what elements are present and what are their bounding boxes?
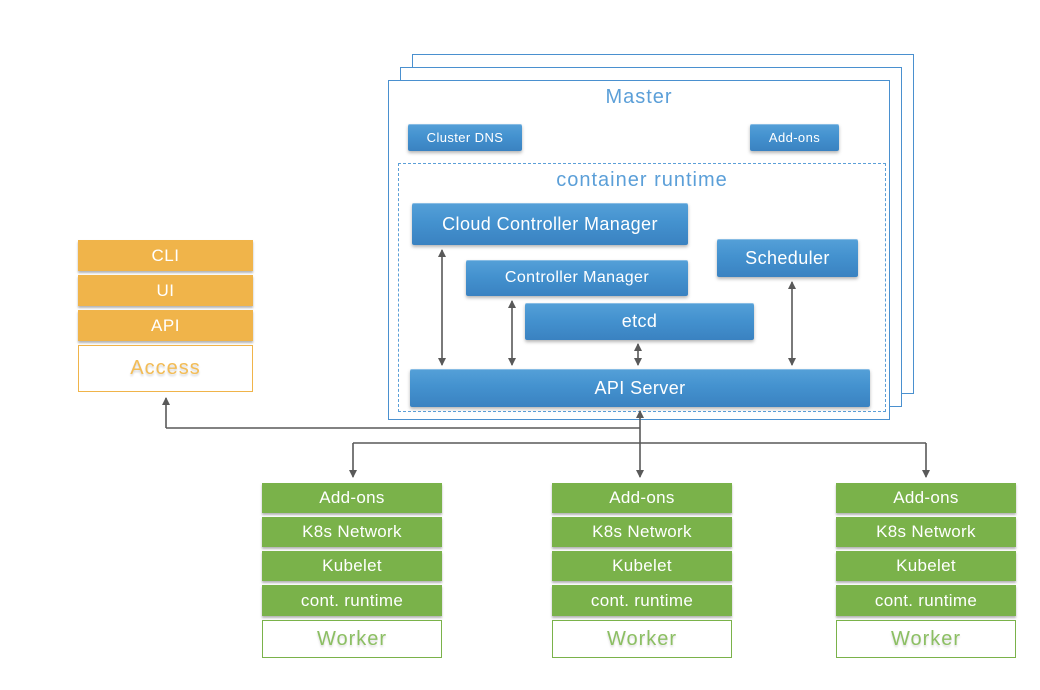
worker3-cont-runtime-box: cont. runtime <box>836 585 1016 616</box>
worker2-k8s-network-box: K8s Network <box>552 517 732 547</box>
access-cli-box: CLI <box>78 240 253 271</box>
container-runtime-title: container runtime <box>556 169 728 191</box>
etcd-box: etcd <box>525 303 754 340</box>
access-api-box: API <box>78 310 253 341</box>
access-label-box: Access <box>78 345 253 392</box>
master-title: Master <box>605 86 673 108</box>
worker2-label-box: Worker <box>552 620 732 658</box>
worker2-cont-runtime-box: cont. runtime <box>552 585 732 616</box>
worker3-k8s-network-box: K8s Network <box>836 517 1016 547</box>
worker1-label-box: Worker <box>262 620 442 658</box>
controller-manager-box: Controller Manager <box>466 260 688 296</box>
worker2-addons-box: Add-ons <box>552 483 732 513</box>
worker2-kubelet-box: Kubelet <box>552 551 732 581</box>
master-addons-box: Add-ons <box>750 124 839 151</box>
worker3-label-box: Worker <box>836 620 1016 658</box>
worker1-k8s-network-box: K8s Network <box>262 517 442 547</box>
access-ui-box: UI <box>78 275 253 306</box>
worker1-cont-runtime-box: cont. runtime <box>262 585 442 616</box>
api-server-box: API Server <box>410 369 870 407</box>
cluster-dns-box: Cluster DNS <box>408 124 522 151</box>
cloud-controller-manager-box: Cloud Controller Manager <box>412 203 688 245</box>
worker3-kubelet-box: Kubelet <box>836 551 1016 581</box>
worker3-addons-box: Add-ons <box>836 483 1016 513</box>
scheduler-box: Scheduler <box>717 239 858 277</box>
worker1-addons-box: Add-ons <box>262 483 442 513</box>
worker1-kubelet-box: Kubelet <box>262 551 442 581</box>
